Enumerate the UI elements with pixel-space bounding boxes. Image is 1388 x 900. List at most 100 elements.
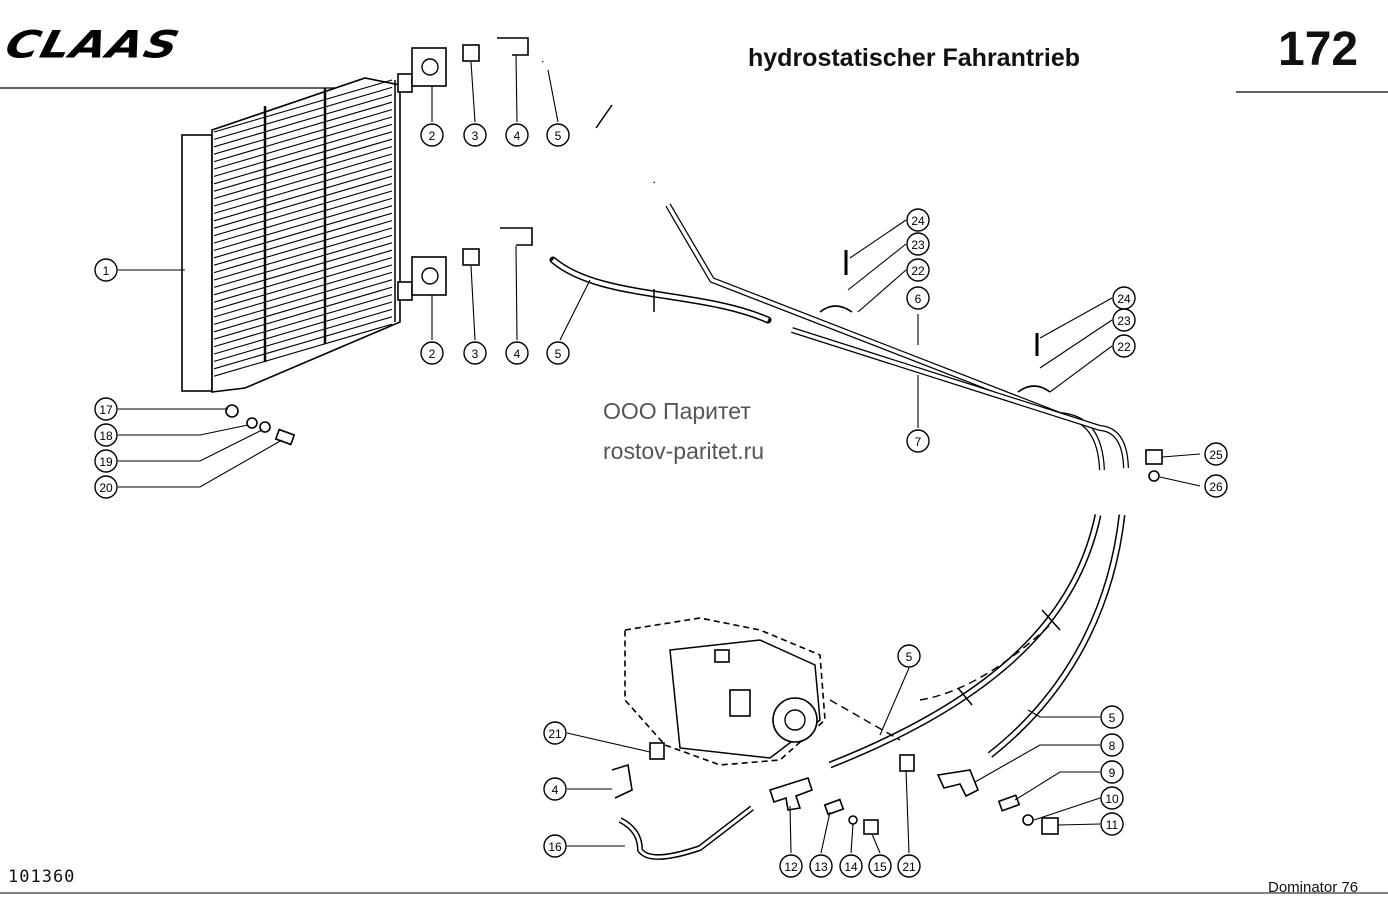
callout-26: 26 <box>1204 474 1228 498</box>
callout-label: 24 <box>911 214 925 228</box>
hydraulic-pump-drawing <box>624 617 826 766</box>
callout-2: 2 <box>420 123 444 147</box>
callout-15: 15 <box>868 854 892 878</box>
callout-label: 23 <box>911 238 925 252</box>
callout-14: 14 <box>839 854 863 878</box>
page-number: 172 <box>1278 23 1359 76</box>
callout-19: 19 <box>94 449 118 473</box>
tee-8 <box>936 769 980 798</box>
washer-14 <box>848 815 858 825</box>
callout-label: 22 <box>911 264 925 278</box>
callout-label: 5 <box>1109 711 1116 725</box>
callout-3: 3 <box>463 341 487 365</box>
callout-22: 22 <box>1112 334 1136 358</box>
callout-label: 4 <box>514 347 521 361</box>
callout-20: 20 <box>94 475 118 499</box>
washer-26 <box>1148 470 1160 482</box>
callout-4: 4 <box>505 123 529 147</box>
callout-label: 4 <box>552 783 559 797</box>
callout-9: 9 <box>1100 760 1124 784</box>
callout-25: 25 <box>1204 442 1228 466</box>
washer-10 <box>1022 814 1034 826</box>
callout-22: 22 <box>906 258 930 282</box>
fitting-21-right <box>899 754 915 772</box>
callout-label: 4 <box>514 129 521 143</box>
pin-9 <box>997 794 1021 812</box>
model-name: Dominator 76 <box>1268 879 1359 896</box>
washer-18 <box>246 417 258 429</box>
callout-label: 14 <box>844 860 858 874</box>
fitting-21-left <box>649 742 665 760</box>
callout-label: 13 <box>814 860 828 874</box>
nut-17 <box>225 404 239 418</box>
hose-pump-1 <box>828 514 1102 769</box>
callout-5: 5 <box>1100 705 1124 729</box>
elbow-4-lower <box>500 227 533 246</box>
callout-12: 12 <box>779 854 803 878</box>
callout-label: 6 <box>915 292 922 306</box>
callout-label: 25 <box>1209 448 1223 462</box>
callout-label: 7 <box>915 435 922 449</box>
callout-6: 6 <box>906 286 930 310</box>
callout-7: 7 <box>906 429 930 453</box>
callout-label: 18 <box>99 429 113 443</box>
elbow-4-bottom <box>611 763 633 799</box>
watermark-company: ООО Паритет <box>603 398 751 424</box>
callout-8: 8 <box>1100 733 1124 757</box>
callout-11: 11 <box>1100 812 1124 836</box>
callout-label: 5 <box>555 347 562 361</box>
callout-24: 24 <box>906 208 930 232</box>
callout-label: 3 <box>472 347 479 361</box>
callout-label: 5 <box>906 650 913 664</box>
elbow-4-upper <box>497 37 529 56</box>
callout-1: 1 <box>94 258 118 282</box>
callout-label: 12 <box>784 860 798 874</box>
tee-12 <box>768 777 814 811</box>
callout-4: 4 <box>505 341 529 365</box>
callout-17: 17 <box>94 397 118 421</box>
callout-4: 4 <box>543 777 567 801</box>
nut-15 <box>863 819 879 835</box>
callout-label: 2 <box>429 129 436 143</box>
fitting-3-lower <box>462 248 480 266</box>
leader-lines <box>118 54 1201 854</box>
callout-10: 10 <box>1100 786 1124 810</box>
nut-25 <box>1145 449 1163 465</box>
callout-label: 3 <box>472 129 479 143</box>
callout-label: 9 <box>1109 766 1116 780</box>
pin-13 <box>823 798 845 816</box>
bolt-20 <box>274 428 296 446</box>
flange-block-upper <box>411 47 447 87</box>
callout-16: 16 <box>543 834 567 858</box>
callout-label: 21 <box>902 860 916 874</box>
callout-21: 21 <box>543 721 567 745</box>
callout-label: 5 <box>555 129 562 143</box>
washer-19 <box>259 421 271 433</box>
clamp-22-upper <box>819 305 853 313</box>
callout-label: 21 <box>548 727 562 741</box>
callout-5: 5 <box>897 644 921 668</box>
fitting-3-upper <box>462 44 480 62</box>
callout-label: 11 <box>1106 818 1119 832</box>
callout-13: 13 <box>809 854 833 878</box>
callout-label: 17 <box>99 403 113 417</box>
callout-label: 26 <box>1209 480 1223 494</box>
callout-label: 19 <box>99 455 113 469</box>
callout-21: 21 <box>897 854 921 878</box>
callout-label: 1 <box>103 264 110 278</box>
callout-5: 5 <box>546 341 570 365</box>
nut-11 <box>1041 817 1059 835</box>
page-title: hydrostatischer Fahrantrieb <box>748 44 1081 72</box>
callout-3: 3 <box>463 123 487 147</box>
watermark-website: rostov-paritet.ru <box>603 438 765 464</box>
callout-label: 20 <box>99 481 113 495</box>
callout-label: 22 <box>1117 340 1131 354</box>
callout-label: 24 <box>1117 292 1131 306</box>
callout-label: 15 <box>873 860 887 874</box>
callout-23: 23 <box>1112 308 1136 332</box>
pipe-7 <box>791 327 1129 469</box>
callout-label: 8 <box>1109 739 1116 753</box>
